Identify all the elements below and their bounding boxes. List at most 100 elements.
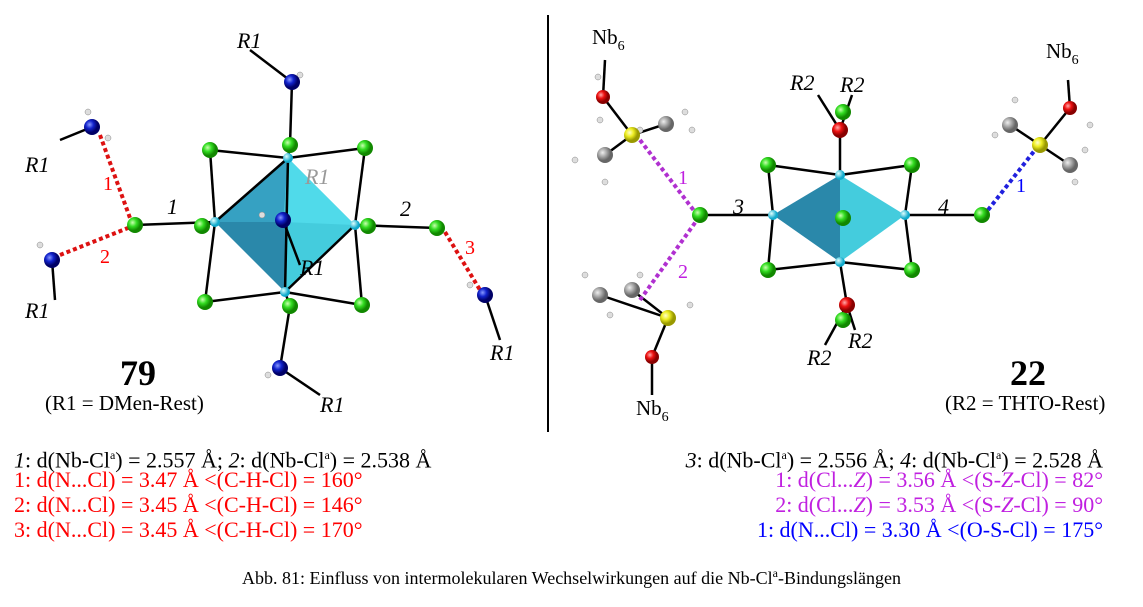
hydrogen-atom <box>571 156 579 164</box>
chlorine-atom <box>360 218 376 234</box>
hydrogen-atom <box>636 271 644 279</box>
r2-label: R2 <box>806 345 831 370</box>
substituent-note: (R2 = THTO-Rest) <box>945 391 1105 415</box>
carbon-atom <box>1062 157 1078 173</box>
interaction-label: 1 <box>1016 175 1026 197</box>
sulfur-atom <box>660 310 676 326</box>
r1-label: R1 <box>24 298 49 323</box>
interaction-dash <box>986 148 1037 212</box>
bond-length-line-left: 1: d(Nb-Cla) = 2.557 Å; 2: d(Nb-Cla) = 2… <box>14 447 432 473</box>
r1-label: R1 <box>24 152 49 177</box>
nb6-label: Nb6 <box>636 396 669 425</box>
bond <box>903 164 914 216</box>
hydrogen-atom <box>104 134 112 142</box>
hydrogen-atom <box>1011 96 1019 104</box>
bond <box>284 224 356 293</box>
r1-label: R1 <box>489 340 514 365</box>
interaction-line: 3: d(N...Cl) = 3.45 Å <(C-H-Cl) = 170° <box>14 517 363 542</box>
interaction-line: 1: d(Cl...Z) = 3.56 Å <(S-Z-Cl) = 82° <box>775 467 1103 492</box>
bond <box>839 260 913 272</box>
nitrogen-atom <box>44 252 60 268</box>
chlorine-atom <box>357 140 373 156</box>
nb6-label: Nb6 <box>1046 39 1079 68</box>
bond-label: 4 <box>938 194 949 219</box>
bond <box>278 305 292 369</box>
bond <box>209 148 289 160</box>
hydrogen-atom <box>258 211 266 219</box>
r1-label: R1 <box>304 164 329 189</box>
niobium-atom <box>280 287 290 297</box>
bond <box>288 81 294 146</box>
nitrogen-atom <box>477 287 493 303</box>
chlorine-atom <box>202 142 218 158</box>
bond <box>767 260 841 272</box>
hydrogen-atom <box>601 178 609 186</box>
bond <box>839 163 913 177</box>
r1-label: R1 <box>299 255 324 280</box>
hydrogen-atom <box>264 371 272 379</box>
chlorine-atom <box>835 210 851 226</box>
hydrogen-atom <box>1086 121 1094 129</box>
bond <box>767 163 841 177</box>
nb6-label: Nb6 <box>592 25 625 54</box>
carbon-atom <box>658 116 674 132</box>
oxygen-atom <box>832 122 848 138</box>
niobium-atom <box>900 210 910 220</box>
bond <box>204 290 286 304</box>
oxygen-atom <box>645 350 659 364</box>
chlorine-atom <box>429 220 445 236</box>
chlorine-atom <box>760 262 776 278</box>
interaction-label: 1 <box>103 173 113 195</box>
niobium-atom <box>835 170 845 180</box>
bond <box>284 290 363 307</box>
chlorine-atom <box>974 207 990 223</box>
hydrogen-atom <box>606 311 614 319</box>
chlorine-atom <box>194 218 210 234</box>
chlorine-atom <box>835 312 851 328</box>
bond <box>203 221 217 303</box>
bond-label: 3 <box>732 194 744 219</box>
interaction-label: 1 <box>678 167 688 189</box>
r1-label: R1 <box>236 28 261 53</box>
bond <box>353 147 367 226</box>
bond <box>353 224 364 306</box>
interaction-label: 2 <box>100 246 110 268</box>
figure-caption: Abb. 81: Einfluss von intermolekularen W… <box>242 566 901 588</box>
interaction-label: 3 <box>465 237 475 259</box>
niobium-atom <box>835 257 845 267</box>
bond <box>249 49 293 83</box>
bond <box>214 157 289 223</box>
interaction-dash <box>98 134 132 219</box>
bond <box>287 146 366 160</box>
hydrogen-atom <box>296 71 304 79</box>
bond <box>599 293 669 320</box>
niobium-atom <box>283 153 293 163</box>
hydrogen-atom <box>681 108 689 116</box>
bond-length-line-right: 3: d(Nb-Cla) = 2.556 Å; 4: d(Nb-Cla) = 2… <box>685 447 1103 473</box>
interaction-dash <box>638 218 699 302</box>
nitrogen-atom <box>275 212 291 228</box>
bond <box>766 164 775 216</box>
chlorine-atom <box>904 262 920 278</box>
interaction-line: 1: d(N...Cl) = 3.30 Å <(O-S-Cl) = 175° <box>756 517 1103 542</box>
chlorine-atom <box>904 157 920 173</box>
hydrogen-atom <box>688 126 696 134</box>
nb6-octahedron-right <box>773 175 905 262</box>
hydrogen-atom <box>1071 178 1079 186</box>
oxygen-atom <box>1063 101 1077 115</box>
r1-label: R1 <box>319 392 344 417</box>
hydrogen-atom <box>466 281 474 289</box>
bond-label: 1 <box>167 194 178 219</box>
r2-label: R2 <box>839 72 864 97</box>
bond-label: 2 <box>400 196 411 221</box>
interaction-dash <box>443 230 482 292</box>
interaction-label: 2 <box>678 261 688 283</box>
sulfur-atom <box>1032 137 1048 153</box>
hydrogen-atom <box>36 241 44 249</box>
hydrogen-atom <box>84 108 92 116</box>
sulfur-atom <box>624 127 640 143</box>
hydrogen-atom <box>686 301 694 309</box>
bond <box>281 219 302 266</box>
nitrogen-atom <box>84 119 100 135</box>
